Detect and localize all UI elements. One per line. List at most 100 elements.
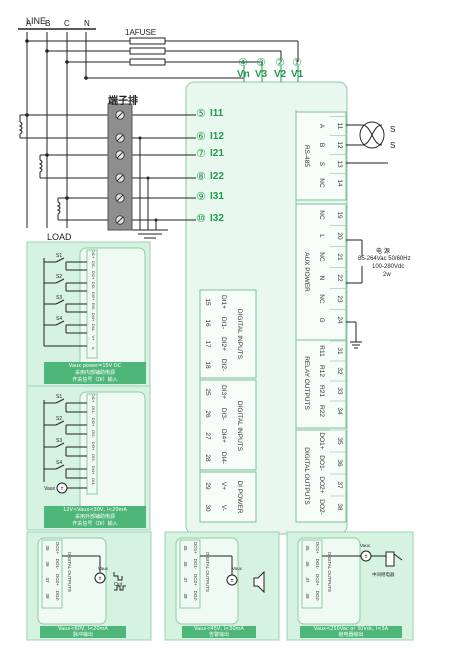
svg-text:37: 37	[336, 481, 343, 489]
relay-outputs-title: RELAY OUTPUTS	[303, 356, 310, 410]
mini-pin-label: DI3+	[91, 292, 96, 301]
svg-text:G: G	[318, 317, 325, 322]
svg-text:21: 21	[336, 253, 343, 261]
current-terminal-number: ⑩	[196, 212, 206, 225]
voltage-input-v3: V3	[255, 69, 268, 80]
svg-text:25: 25	[204, 388, 211, 396]
mini-pin-label: DI1-	[91, 261, 96, 269]
aux-power-title: AUX POWER	[303, 252, 310, 292]
current-input-i21: I21	[210, 148, 224, 159]
svg-text:R21: R21	[318, 385, 325, 397]
svg-text:22: 22	[336, 274, 343, 282]
di1-caption-1: Vaux power=15V DC	[68, 363, 122, 369]
svg-text:DI4-: DI4-	[220, 452, 227, 464]
di-example-1: DI1+DI1-DI2+DI2-DI3+DI3-DI4+DI4-V+V-S1S2…	[43, 249, 98, 359]
mini-pin-label: DI3+	[91, 442, 96, 451]
svg-text:30: 30	[204, 504, 211, 512]
svg-text:37: 37	[183, 577, 188, 583]
svg-text:38: 38	[183, 593, 188, 599]
svg-text:Vaux: Vaux	[360, 543, 371, 548]
switch-label: S4	[56, 316, 62, 322]
current-input-i12: I12	[210, 131, 224, 142]
svg-text:中间继电器: 中间继电器	[372, 571, 395, 578]
svg-text:17: 17	[204, 340, 211, 348]
mini-pin-label: DI4+	[91, 313, 96, 322]
voltage-input-vn: Vn	[237, 69, 250, 80]
svg-text:DI3-: DI3-	[220, 408, 227, 420]
line-label: LINE	[26, 16, 47, 26]
mini-pin-label: DI4+	[91, 466, 96, 475]
svg-text:DO2+: DO2+	[318, 476, 325, 493]
terminal-block-screws	[115, 110, 125, 225]
svg-text:DIGITAL OUTPUTS: DIGITAL OUTPUTS	[67, 552, 72, 592]
svg-text:23: 23	[336, 295, 343, 303]
svg-text:26: 26	[204, 410, 211, 418]
voltage-input-v1: V1	[291, 69, 304, 80]
rs485-pin-11: 11A	[318, 116, 346, 130]
svg-text:35: 35	[183, 545, 188, 551]
svg-text:35: 35	[45, 545, 50, 551]
aux-power-pin-24: 24G	[318, 309, 346, 324]
svg-text:NC: NC	[318, 178, 325, 188]
svg-text:38: 38	[45, 593, 50, 599]
aux-power-pin-22: 22N	[318, 267, 346, 282]
di-power-title: DI POWER	[236, 481, 243, 514]
svg-text:28: 28	[204, 454, 211, 462]
digital-inputs-2-pin-28: 28 DI4-	[204, 452, 227, 464]
switch-label: S1	[56, 394, 62, 400]
svg-text:12: 12	[336, 141, 343, 149]
digital-inputs-1-title: DIGITAL INPUTS	[236, 309, 243, 360]
mini-pin-label: DI2-	[91, 282, 96, 290]
phase-label-c: C	[64, 19, 70, 28]
svg-text:DO1-: DO1-	[55, 559, 60, 570]
svg-text:A: A	[318, 124, 325, 129]
svg-text:±: ±	[61, 486, 64, 492]
voltage-input-v2: V2	[274, 69, 287, 80]
mini-pin-label: DI2+	[91, 271, 96, 280]
mini-pin-label: DI3-	[91, 303, 96, 311]
mini-pin-label: DI2-	[91, 430, 96, 438]
svg-text:Vaux: Vaux	[98, 566, 109, 571]
svg-text:34: 34	[336, 407, 343, 415]
mini-pin-label: DI4-	[91, 324, 96, 332]
mini-pin-label: DI1+	[91, 394, 96, 403]
svg-text:33: 33	[336, 387, 343, 395]
digital-outputs-title: DIGITAL OUTPUTS	[303, 447, 310, 505]
rs485-shield-label-2: S	[390, 141, 396, 150]
fuse-label: 1AFUSE	[125, 28, 157, 37]
svg-text:R11: R11	[318, 345, 325, 357]
do3-caption-1: Vaux<250Vac or 30Vdc, I<3A	[313, 626, 389, 632]
vaux-label: Vaux	[44, 486, 56, 492]
aux-power-pin-23: 23 NC	[318, 288, 346, 304]
current-terminal-number: ⑧	[196, 170, 206, 183]
svg-text:NC: NC	[318, 294, 325, 304]
current-input-i31: I31	[210, 191, 224, 202]
svg-text:±: ±	[99, 576, 102, 582]
svg-text:35: 35	[336, 437, 343, 445]
terminal-screw	[115, 150, 125, 160]
svg-text:DO1-: DO1-	[315, 559, 320, 570]
svg-text:13: 13	[336, 160, 343, 168]
svg-text:DI2+: DI2+	[220, 337, 227, 351]
svg-text:DO2-: DO2-	[55, 591, 60, 602]
svg-text:DO1+: DO1+	[315, 542, 320, 554]
aux-spec-line-3: 2w	[383, 272, 391, 278]
svg-text:20: 20	[336, 232, 343, 240]
current-terminal-number: ⑦	[196, 147, 206, 160]
di2-caption-3: 开关信号（DI）输入	[72, 521, 118, 527]
line-wiring	[18, 28, 299, 239]
svg-text:±: ±	[231, 578, 234, 584]
digital-inputs-1-pin-17: 17 DI2+	[204, 337, 227, 351]
switch-label: S2	[56, 274, 62, 280]
aux-power-pin-20: 20L	[318, 225, 346, 240]
